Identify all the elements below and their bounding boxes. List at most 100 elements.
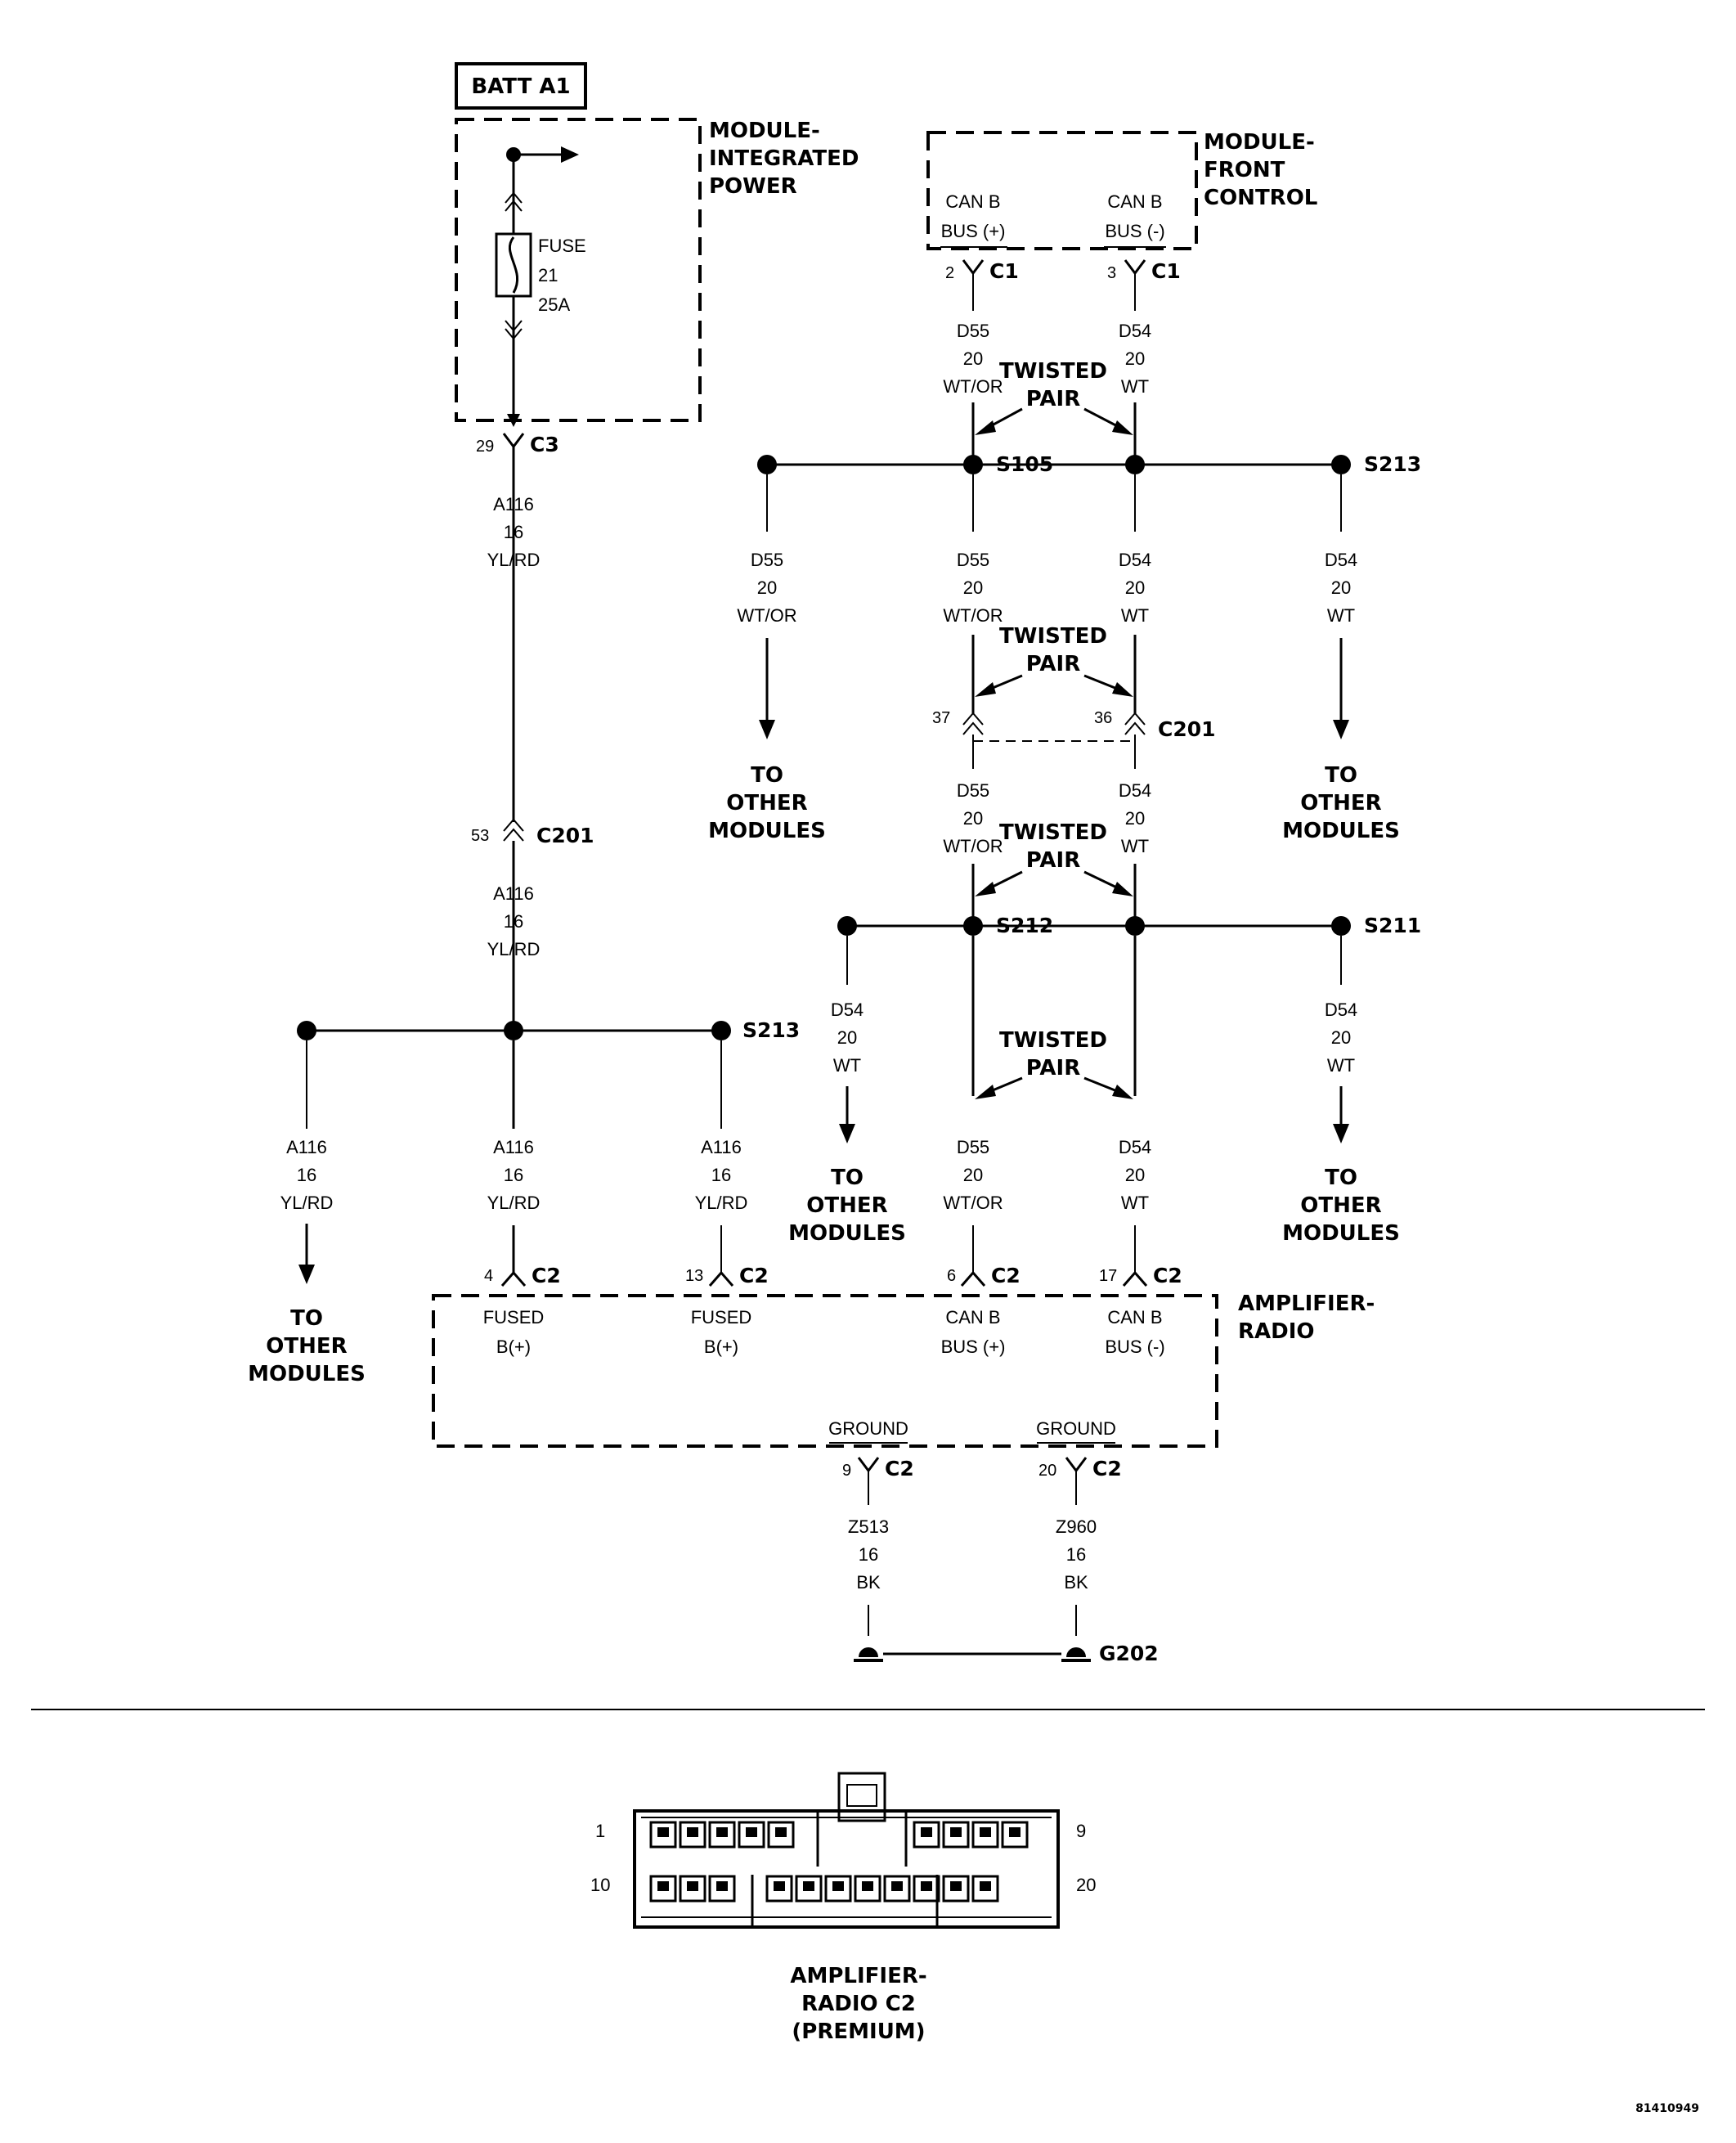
connector-cavity-top-2-terminal <box>687 1827 698 1837</box>
splice-s213-right-dot <box>1331 455 1351 474</box>
connector-cavity-bottom-4-terminal <box>774 1881 785 1891</box>
d54-final-label-2: 20 <box>1125 1165 1145 1185</box>
connector-shell <box>633 1809 1060 1929</box>
connector-cavity-top-5-terminal <box>775 1827 787 1837</box>
c201-d55-chevron-1 <box>962 712 984 726</box>
d54-mid-label-1: D54 <box>1119 550 1151 570</box>
connector-cavity-bottom-11-terminal <box>980 1881 991 1891</box>
splice-s212-dot <box>963 916 983 936</box>
c1-pin3-fork <box>1124 259 1146 276</box>
d55-upper-left-label-3: WT/OR <box>737 605 796 626</box>
z960-label-3: BK <box>1064 1572 1088 1593</box>
c2-pin13-label: C2 <box>739 1264 769 1287</box>
amp-can-plus-line1: CAN B <box>945 1307 1000 1328</box>
to-other-upper-left-1: TO <box>751 763 783 788</box>
to-other-upper-right-3: MODULES <box>1282 819 1400 843</box>
connector-tab <box>837 1772 886 1822</box>
d55-mid-label-2: 20 <box>963 577 983 598</box>
fuse-label-1: FUSE <box>538 236 586 256</box>
ipm-chevron-2 <box>505 200 523 212</box>
c2-pin20-label: C2 <box>1092 1457 1122 1480</box>
pin-2: 2 <box>945 264 954 282</box>
c2-pin4-label: C2 <box>532 1264 561 1287</box>
a116-splice-center-dot <box>504 1021 523 1040</box>
c2-pin6-fork <box>960 1270 986 1287</box>
module-front-control-title-2: FRONT <box>1204 158 1285 182</box>
twisted-2-arrowhead-left <box>975 682 996 697</box>
ipm-chevron-4 <box>505 328 523 340</box>
module-integrated-power-title-1: MODULE- <box>709 119 820 143</box>
a116-left-label-2: 16 <box>297 1165 316 1185</box>
amp-fused-b-1-line2: B(+) <box>496 1337 531 1357</box>
twisted-pair-3-line1: TWISTED <box>999 820 1107 845</box>
d55-lower-label-2: 20 <box>963 808 983 829</box>
to-other-lower-right-1: TO <box>1325 1166 1357 1190</box>
a116-label-3: YL/RD <box>487 550 541 570</box>
connector-cavity-bottom-5 <box>795 1875 823 1903</box>
connector-cavity-top-7 <box>942 1821 970 1849</box>
c2-pin9-label: C2 <box>885 1457 914 1480</box>
d54-upper-right-arrowhead <box>1333 720 1349 739</box>
d55-lower-label-3: WT/OR <box>943 836 1003 856</box>
amp-ground-2: GROUND <box>1036 1418 1116 1439</box>
splice-lower-left-dot <box>837 916 857 936</box>
a116-lower-label-1: A116 <box>493 883 534 904</box>
pin-29: 29 <box>476 438 494 456</box>
a116-right-label-2: 16 <box>711 1165 731 1185</box>
amplifier-radio-box <box>432 1294 1218 1448</box>
s213-right-label: S213 <box>1364 452 1421 476</box>
figure-id: 81410949 <box>1635 2102 1699 2115</box>
connector-cavity-top-1 <box>649 1821 677 1849</box>
connector-pin-9-label: 9 <box>1076 1821 1086 1841</box>
d54-top-label-2: 20 <box>1125 348 1145 369</box>
a116-label-1: A116 <box>493 494 534 514</box>
to-other-lower-right-3: MODULES <box>1282 1221 1400 1246</box>
c2-pin6-label: C2 <box>991 1264 1021 1287</box>
to-other-lower-left-2: OTHER <box>806 1193 887 1218</box>
twisted-pair-1-line2: PAIR <box>1026 387 1081 411</box>
c201-d54-chevron-2 <box>1124 721 1146 735</box>
ipm-chevron-3 <box>505 320 523 332</box>
to-other-left-3: MODULES <box>248 1362 366 1386</box>
connector-cavity-top-9 <box>1001 1821 1029 1849</box>
s212-label: S212 <box>996 914 1053 937</box>
d54-upper-right-label-2: 20 <box>1331 577 1351 598</box>
batt-a1-box <box>455 62 587 110</box>
connector-cavity-top-3 <box>708 1821 736 1849</box>
a116-right-label-3: YL/RD <box>695 1193 748 1213</box>
d55-upper-left-label-2: 20 <box>757 577 777 598</box>
d54-top-label-1: D54 <box>1119 321 1151 341</box>
connector-cavity-bottom-3-terminal <box>716 1881 728 1891</box>
c201-can-label: C201 <box>1158 717 1216 741</box>
amp-fused-b-1-line1: FUSED <box>483 1307 545 1328</box>
twisted-pair-4-line1: TWISTED <box>999 1028 1107 1053</box>
to-other-left-2: OTHER <box>266 1334 347 1359</box>
connector-cavity-top-8 <box>971 1821 999 1849</box>
connector-cavity-bottom-9-terminal <box>921 1881 932 1891</box>
c201-a116-label: C201 <box>536 824 594 847</box>
z960-label-2: 16 <box>1066 1544 1086 1565</box>
a116-lower-label-2: 16 <box>504 911 523 932</box>
d54-lower-right-label-2: 20 <box>1331 1027 1351 1048</box>
d55-final-label-3: WT/OR <box>943 1193 1003 1213</box>
c201-a116-chevron-1 <box>503 818 524 832</box>
twisted-1-arrowhead-right <box>1112 420 1133 435</box>
twisted-3-arrowhead-left <box>975 882 996 896</box>
twisted-pair-2-line1: TWISTED <box>999 624 1107 649</box>
amplifier-radio-title-2: RADIO <box>1238 1319 1315 1344</box>
module-integrated-power-title-3: POWER <box>709 174 797 199</box>
connector-cavity-bottom-8 <box>883 1875 911 1903</box>
to-other-upper-right-1: TO <box>1325 763 1357 788</box>
pin-13: 13 <box>685 1267 703 1285</box>
twisted-3-arrowhead-right <box>1112 882 1133 896</box>
c2-pin20-fork <box>1065 1457 1088 1473</box>
d55-mid-label-3: WT/OR <box>943 605 1003 626</box>
to-other-lower-left-1: TO <box>831 1166 864 1190</box>
s213-left-label: S213 <box>742 1018 800 1042</box>
connector-pin-20-label: 20 <box>1076 1875 1096 1895</box>
connector-cavity-top-8-terminal <box>980 1827 991 1837</box>
module-front-control-title-3: CONTROL <box>1204 186 1317 210</box>
twisted-1-arrowhead-left <box>975 420 996 435</box>
connector-cavity-top-6 <box>913 1821 940 1849</box>
c2-pin17-label: C2 <box>1153 1264 1182 1287</box>
